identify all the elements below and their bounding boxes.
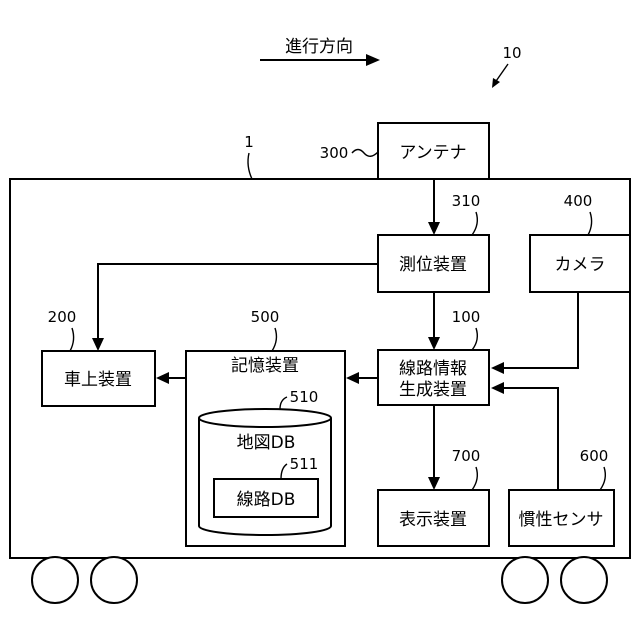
ref-onboard: 200 (48, 308, 77, 326)
leader-vehicle (248, 153, 252, 179)
ref-route-db: 511 (290, 455, 319, 473)
generator-label-line1: 線路情報 (399, 359, 467, 379)
ref-display: 700 (452, 447, 481, 465)
ref-map-db: 510 (290, 388, 319, 406)
route-db-label: 線路DB (237, 490, 296, 510)
travel-direction-label: 進行方向 (285, 37, 353, 57)
wheel-front-right (502, 557, 548, 603)
camera-label: カメラ (555, 255, 606, 275)
ref-vehicle: 1 (244, 133, 254, 151)
generator-label-line2: 生成装置 (399, 380, 467, 400)
wheel-rear-right (561, 557, 607, 603)
ref-camera: 400 (564, 192, 593, 210)
display-label: 表示装置 (399, 510, 467, 530)
ref-positioning: 310 (452, 192, 481, 210)
ref-inertial: 600 (580, 447, 609, 465)
storage-label: 記憶装置 (231, 356, 299, 376)
inertial-label: 慣性センサ (519, 510, 604, 530)
onboard-label: 車上装置 (64, 370, 132, 390)
travel-direction-arrowhead (366, 54, 380, 66)
map-db-label: 地図DB (237, 433, 296, 453)
map-db-cylinder-top (199, 409, 331, 427)
ref-antenna: 300 (320, 144, 349, 162)
antenna-label: アンテナ (399, 143, 466, 163)
leader-antenna (352, 150, 378, 157)
wheel-rear-left (91, 557, 137, 603)
ref-system: 10 (502, 44, 521, 62)
wheel-front-left (32, 557, 78, 603)
positioning-label: 測位装置 (399, 255, 467, 275)
ref-generator: 100 (452, 308, 481, 326)
ref-storage: 500 (251, 308, 280, 326)
leader-system-arrowhead (492, 78, 500, 88)
